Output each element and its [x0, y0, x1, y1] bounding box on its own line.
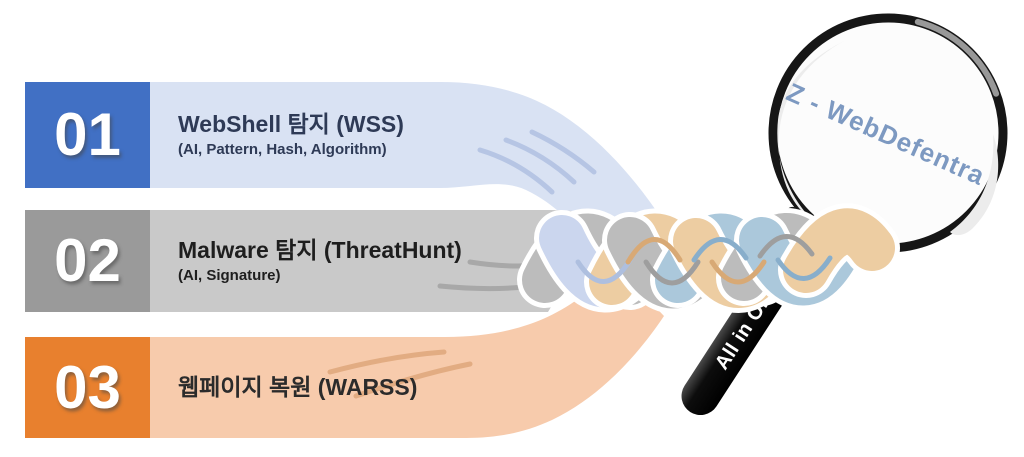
ribbon-3 [150, 268, 664, 438]
lens-glare-right [950, 134, 999, 236]
step-3-text: 웹페이지 복원 (WARSS) [178, 337, 417, 438]
magnifier-lens: Z - WebDefentra [768, 13, 1008, 253]
step-2-number-block: 02 [25, 210, 150, 312]
step-2-subtitle: (AI, Signature) [178, 266, 281, 284]
ribbon-1-comb-strokes [477, 129, 597, 195]
braid-detail-strokes [575, 234, 833, 286]
step-3-number: 03 [54, 353, 121, 421]
ribbon-3-comb-strokes [327, 349, 473, 399]
braid-group [517, 203, 900, 314]
step-1-text: WebShell 탐지 (WSS) (AI, Pattern, Hash, Al… [178, 82, 404, 188]
step-1-subtitle: (AI, Pattern, Hash, Algorithm) [178, 140, 387, 158]
lens-glare-left [777, 40, 846, 222]
step-1-title: WebShell 탐지 (WSS) [178, 110, 404, 137]
step-2-number: 02 [54, 227, 121, 294]
step-3-title: 웹페이지 복원 (WARSS) [178, 373, 418, 400]
ribbon-1 [150, 82, 668, 272]
step-2-text: Malware 탐지 (ThreatHunt) (AI, Signature) [178, 210, 462, 312]
step-1-number: 01 [54, 101, 121, 168]
braid-strand-tan-3 [783, 208, 895, 293]
rim-highlight-arc [914, 18, 1000, 97]
step-1-number-block: 01 [25, 82, 150, 188]
step-3-number-block: 03 [25, 337, 150, 438]
step-2-title: Malware 탐지 (ThreatHunt) [178, 236, 462, 263]
